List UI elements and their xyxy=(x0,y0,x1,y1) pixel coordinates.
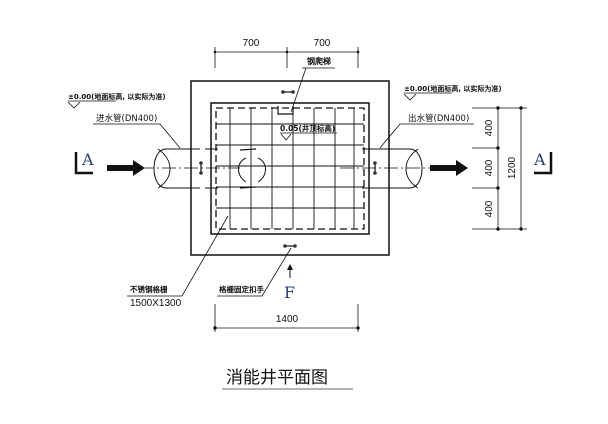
inlet-pipe xyxy=(140,148,266,189)
grating-outline xyxy=(215,107,365,230)
top-fixer-icon xyxy=(281,90,295,94)
section-mark-right: A xyxy=(533,150,553,175)
section-mark-bottom: F xyxy=(284,264,295,302)
ground-elevation-right: ±0.00(地面标高, 以实际为准) xyxy=(403,84,502,101)
inner-wall xyxy=(210,102,370,235)
top-dim-left: 700 xyxy=(243,38,260,49)
top-dim-right: 700 xyxy=(314,38,331,49)
top-dimension: 700 700 xyxy=(213,38,360,68)
drawing-title: 消能井平面图 xyxy=(226,368,328,388)
grating-size-label: 1500X1300 xyxy=(130,298,182,309)
inlet-pipe-label: 进水管(DN400) xyxy=(96,113,157,124)
right-dim-3: 400 xyxy=(484,200,495,217)
bottom-fixer-icon xyxy=(283,244,297,248)
ladder-label: 钢爬梯 xyxy=(307,56,331,66)
svg-text:A: A xyxy=(81,150,94,169)
svg-text:0.05(井顶标高): 0.05(井顶标高) xyxy=(280,123,335,133)
outlet-flow-arrow-icon xyxy=(430,160,468,176)
right-dim-1: 400 xyxy=(484,119,495,136)
outlet-pipe-label: 出水管(DN400) xyxy=(408,113,469,124)
svg-text:F: F xyxy=(284,283,295,302)
grating-fixer-label: 格栅固定扣手 xyxy=(219,284,264,294)
section-mark-left: A xyxy=(74,150,94,175)
leader-lines xyxy=(93,67,474,297)
inlet-flow-arrow-icon xyxy=(107,160,145,176)
svg-text:±0.00(地面标高, 以实际为准): ±0.00(地面标高, 以实际为准) xyxy=(404,84,502,93)
right-dim-2: 400 xyxy=(484,159,495,176)
grating-grid xyxy=(216,108,364,229)
ladder-notch xyxy=(277,106,294,115)
right-dimension xyxy=(472,106,527,231)
outlet-pipe xyxy=(340,148,430,189)
well-top-elevation: 0.05(井顶标高) xyxy=(280,123,337,141)
grating-label: 不锈钢格栅 xyxy=(130,284,168,294)
svg-text:±0.00(地面标高, 以实际为准): ±0.00(地面标高, 以实际为准) xyxy=(68,92,166,101)
right-dim-total: 1200 xyxy=(507,156,518,179)
ground-elevation-left: ±0.00(地面标高, 以实际为准) xyxy=(67,92,166,109)
bottom-dim: 1400 xyxy=(276,314,299,325)
bottom-dimension xyxy=(213,304,360,332)
svg-text:A: A xyxy=(533,150,546,169)
